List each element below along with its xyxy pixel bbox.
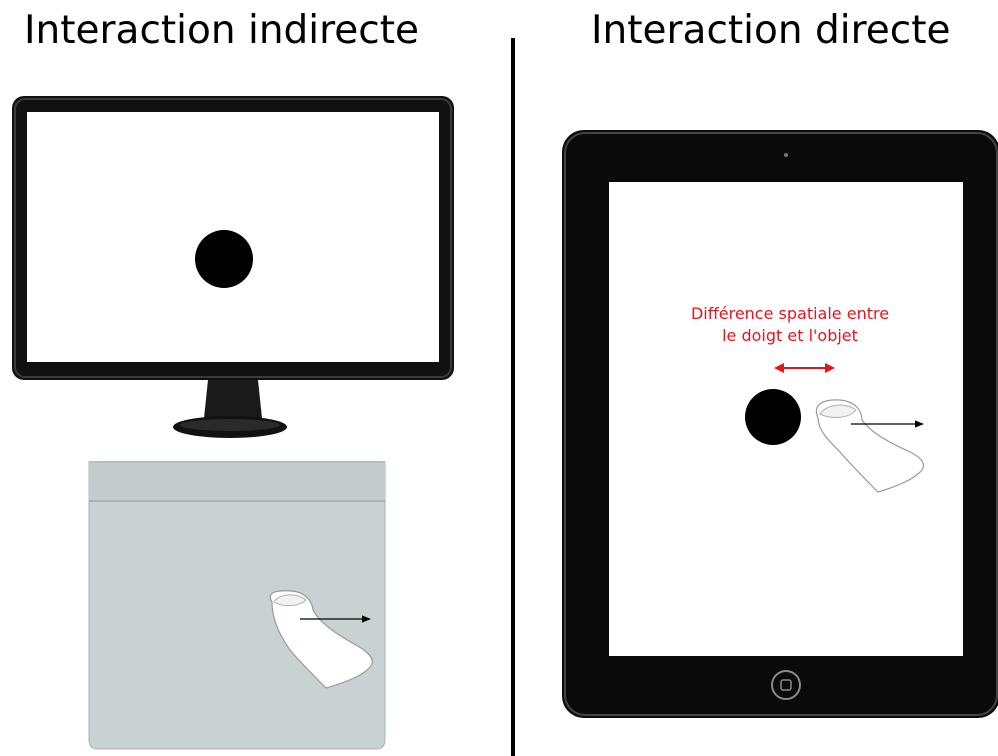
spatial-difference-label: Différence spatiale entre le doigt et l'… <box>640 303 940 347</box>
spatial-difference-line1: Différence spatiale entre <box>690 304 890 323</box>
finger-icon <box>815 399 925 493</box>
trackpad-icon <box>88 461 386 750</box>
home-button-icon <box>771 670 801 700</box>
spatial-difference-line2: le doigt et l'objet <box>722 326 858 345</box>
right-panel-title: Interaction directe <box>591 8 951 53</box>
camera-icon <box>784 153 788 157</box>
left-panel-title: Interaction indirecte <box>24 8 420 53</box>
finger-icon <box>269 590 373 689</box>
monitor-target-dot <box>195 230 253 288</box>
tablet-target-dot <box>745 389 801 445</box>
panel-divider <box>511 38 515 756</box>
